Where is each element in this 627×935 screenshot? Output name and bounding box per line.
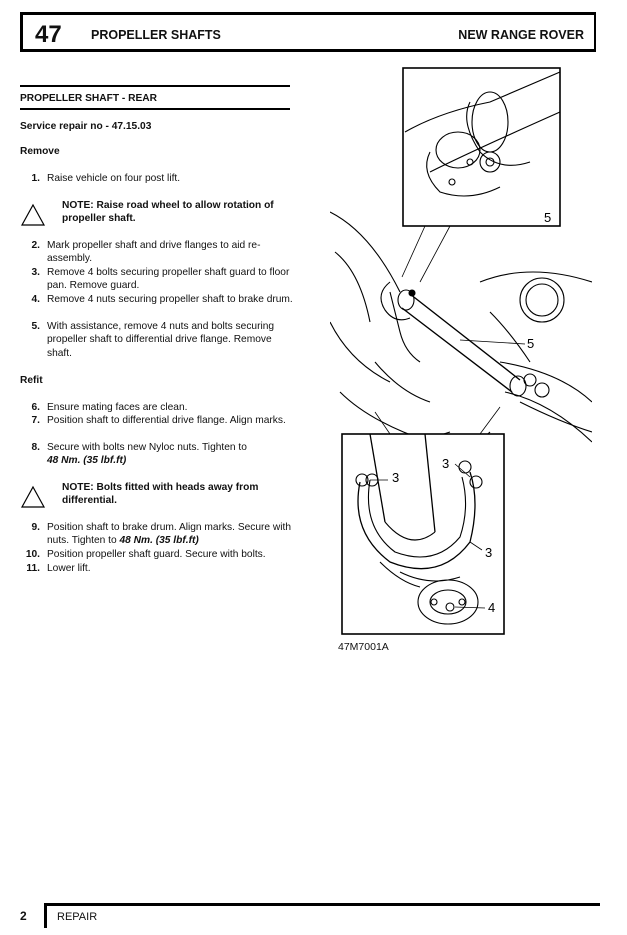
service-repair-number: Service repair no - 47.15.03 [20,121,152,132]
callout-3-guard: 3 [485,545,492,560]
callout-3-left: 3 [392,470,399,485]
warning-triangle-icon [20,485,46,508]
title-rule-top [20,85,290,87]
detail-inset-bottom [341,433,505,635]
procedure-title: PROPELLER SHAFT - REAR [20,93,157,104]
figure-caption: 47M7001A [338,641,389,653]
note-bolt-heads: NOTE: Bolts fitted with heads away from … [20,481,290,511]
vehicle-name: NEW RANGE ROVER [458,28,584,42]
callout-5-top: 5 [544,210,551,225]
torque-value: 48 Nm. (35 lbf.ft) [119,535,199,547]
section-number: 47 [35,21,62,48]
page-number: 2 [20,909,27,923]
callout-3-right: 3 [442,456,449,471]
section-title: PROPELLER SHAFTS [91,28,221,42]
page-footer: 2 REPAIR [20,903,600,933]
footer-box: REPAIR [44,903,600,928]
warning-triangle-icon [20,203,46,226]
propeller-shaft-illustration: 5 5 3 3 3 4 [330,67,592,635]
note-raise-wheel: NOTE: Raise road wheel to allow rotation… [20,199,290,229]
callout-5-shaft: 5 [527,336,534,351]
title-rule-bottom [20,108,290,110]
callout-4-drum: 4 [488,600,495,615]
footer-label: REPAIR [57,911,98,923]
torque-value: 48 Nm. (35 lbf.ft) [47,455,127,467]
remove-heading: Remove [20,146,60,157]
refit-heading: Refit [20,375,43,386]
page-header: 47 PROPELLER SHAFTS NEW RANGE ROVER [20,12,596,52]
